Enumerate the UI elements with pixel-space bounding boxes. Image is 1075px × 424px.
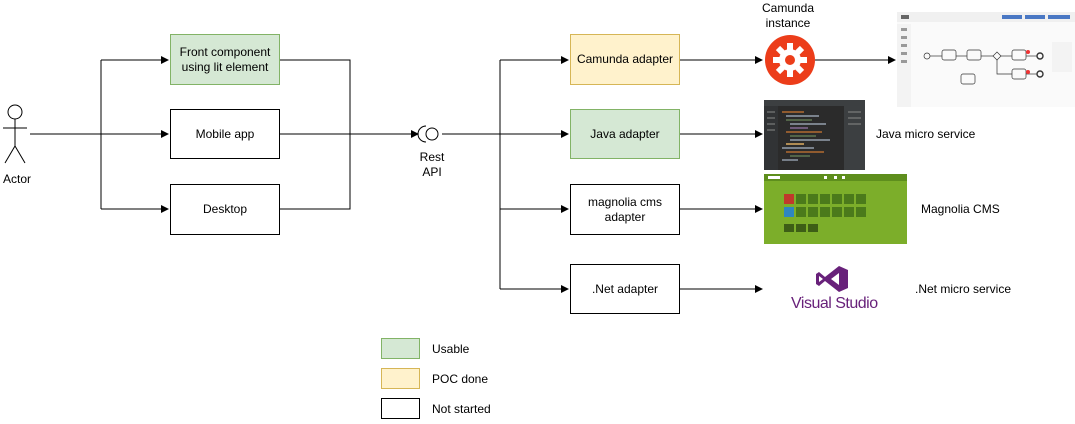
camunda-modeler-screenshot bbox=[897, 12, 1075, 107]
legend-label-usable: Usable bbox=[432, 342, 470, 356]
visual-studio-logo-icon bbox=[816, 266, 848, 292]
magnolia-adapter-box[interactable]: magnolia cms adapter bbox=[570, 184, 680, 235]
magnolia-cms-label: Magnolia CMS bbox=[921, 202, 1000, 216]
java-adapter-label: Java adapter bbox=[590, 126, 660, 141]
magnolia-adapter-label: magnolia cms adapter bbox=[587, 194, 663, 224]
legend-swatch-poc bbox=[381, 368, 420, 389]
visual-studio-logo-text: Visual Studio bbox=[791, 295, 878, 312]
rest-api-icon bbox=[417, 125, 439, 143]
legend-swatch-usable bbox=[381, 338, 420, 359]
legend-label-not-started: Not started bbox=[432, 402, 491, 416]
java-service-label: Java micro service bbox=[876, 127, 976, 141]
camunda-adapter-box[interactable]: Camunda adapter bbox=[570, 34, 680, 85]
code-editor-screenshot bbox=[764, 100, 865, 170]
legend-swatch-not-started bbox=[381, 398, 420, 419]
magnolia-screenshot bbox=[764, 174, 907, 244]
dotnet-adapter-box[interactable]: .Net adapter bbox=[570, 264, 680, 314]
java-adapter-box[interactable]: Java adapter bbox=[570, 109, 680, 159]
rest-api-label: Rest API bbox=[419, 150, 445, 179]
desktop-label: Desktop bbox=[202, 202, 248, 216]
camunda-adapter-label: Camunda adapter bbox=[576, 52, 674, 66]
legend-label-poc: POC done bbox=[432, 372, 489, 386]
actor-icon bbox=[3, 104, 27, 164]
actor-label: Actor bbox=[3, 172, 32, 186]
mobile-app-label: Mobile app bbox=[195, 126, 255, 141]
camunda-instance-label: Camunda instance bbox=[761, 1, 815, 30]
mobile-app-box[interactable]: Mobile app bbox=[170, 109, 280, 159]
front-component-label: Front component using lit element bbox=[179, 44, 271, 74]
camunda-gear-icon bbox=[765, 35, 815, 85]
dotnet-adapter-label: .Net adapter bbox=[591, 281, 659, 296]
desktop-box[interactable]: Desktop bbox=[170, 184, 280, 235]
dotnet-service-label: .Net micro service bbox=[915, 282, 1012, 296]
front-component-box[interactable]: Front component using lit element bbox=[170, 34, 280, 85]
